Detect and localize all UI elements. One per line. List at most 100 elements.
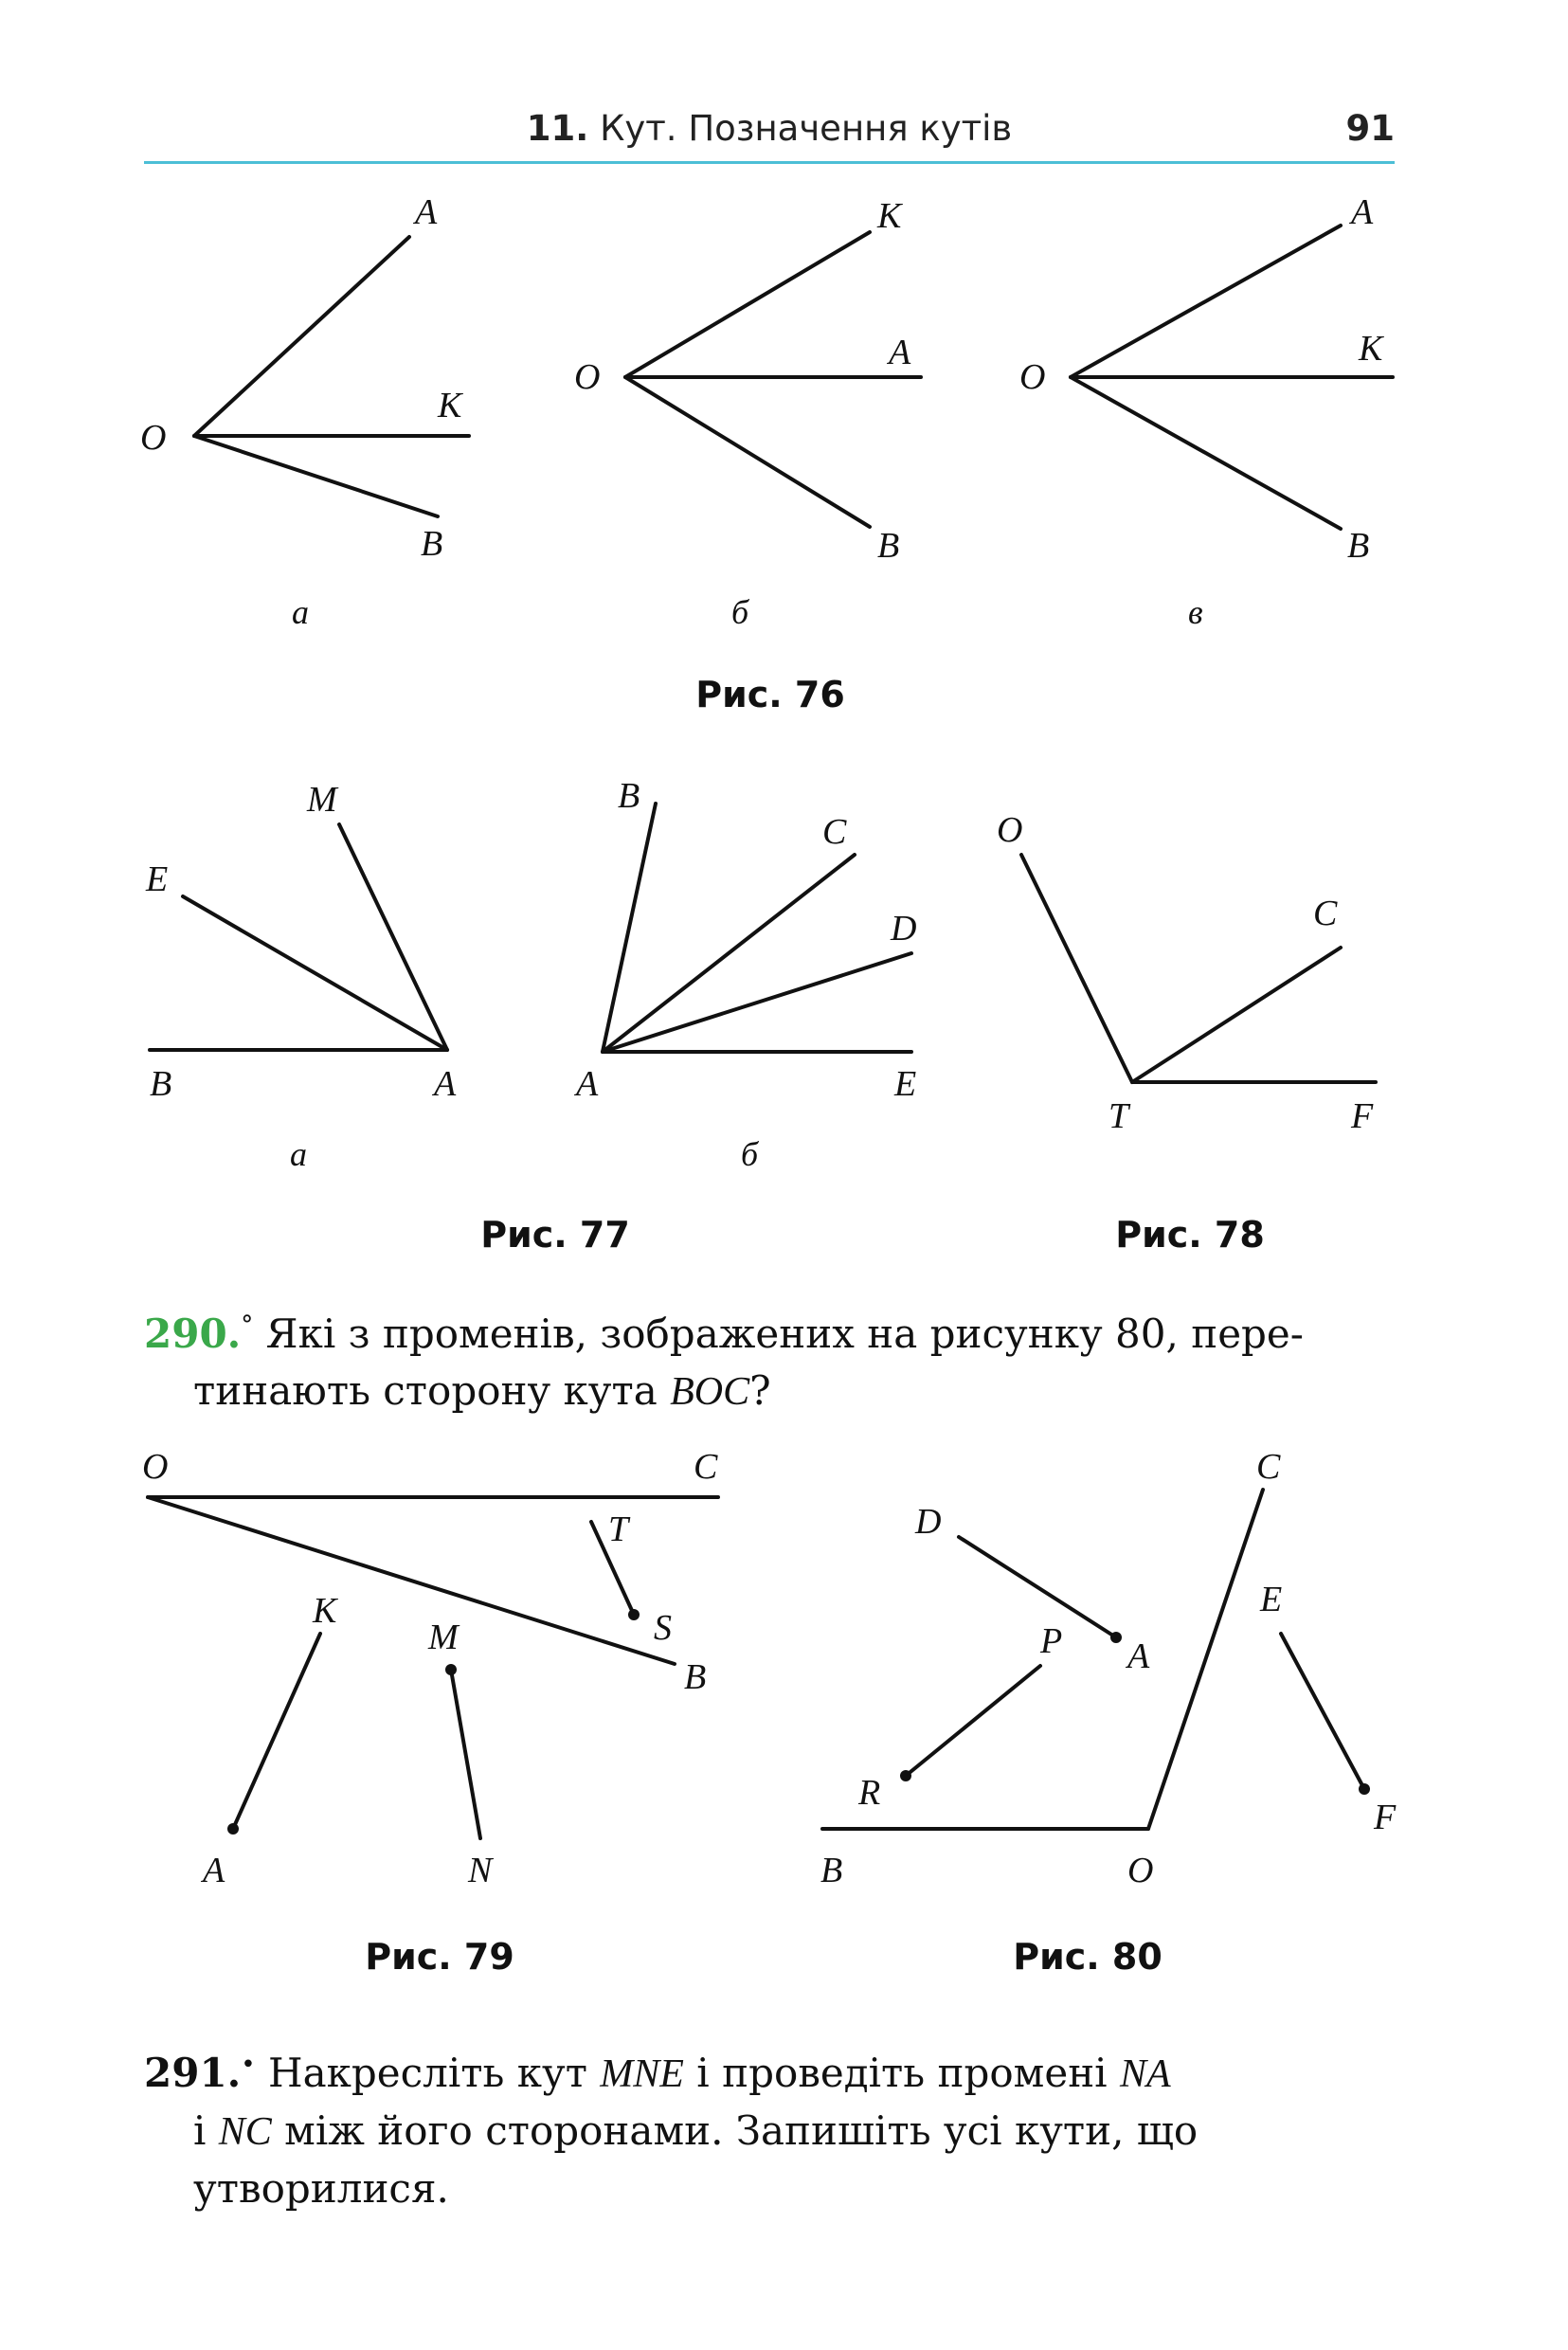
label-b: B (150, 1064, 171, 1104)
header-rule (144, 161, 1395, 164)
ray-name: NC (218, 2110, 272, 2154)
ray-fe (1279, 1632, 1366, 1791)
label-b: B (684, 1657, 706, 1697)
page-number: 91 (1345, 108, 1396, 149)
label-e: E (145, 859, 168, 899)
fig76-b: O K A B б (574, 196, 923, 631)
exercise-text: і (193, 2107, 219, 2154)
label-f: F (1373, 1798, 1397, 1837)
fig76-a: O A K B а (140, 192, 471, 631)
sublabel: а (290, 1135, 307, 1173)
ray-oc (1146, 1488, 1265, 1831)
label-s: S (654, 1608, 672, 1648)
label-c: C (1256, 1447, 1281, 1487)
exercise-290-line-1: 290.° Які з променів, зображених на рису… (144, 1306, 1395, 1363)
label-c: C (1313, 894, 1338, 933)
point-f (1359, 1783, 1370, 1795)
exercise-text: між його сторонами. Запишіть усі кути, щ… (271, 2107, 1199, 2154)
label-t: T (608, 1509, 631, 1549)
ray-ad (957, 1535, 1118, 1639)
ray-ok (623, 230, 872, 379)
label-m: M (427, 1618, 460, 1657)
fig78-caption: Рис. 78 (1115, 1214, 1265, 1256)
exercise-text: Які з променів, зображених на рисунку 80… (265, 1311, 1304, 1357)
sublabel: б (741, 1135, 760, 1173)
label-k: K (437, 386, 463, 425)
label-a: A (886, 333, 911, 372)
label-b: B (1347, 526, 1369, 566)
label-a: A (1125, 1636, 1150, 1676)
label-d: D (914, 1502, 941, 1542)
ray-tc (1130, 946, 1343, 1084)
fig79: O C T S B K M A N (142, 1447, 720, 1890)
fig78: O C F T (997, 810, 1378, 1136)
fig76-c: O A K B в (1019, 192, 1395, 631)
label-c: C (694, 1447, 718, 1487)
label-o: O (140, 418, 166, 458)
label-b: B (820, 1851, 842, 1890)
fig77-a: B E M A а (145, 780, 457, 1173)
point-a (1110, 1632, 1122, 1643)
label-d: D (890, 909, 916, 949)
exercise-290: 290.° Які з променів, зображених на рису… (144, 1306, 1395, 1420)
ray-to (1019, 853, 1134, 1084)
exercise-text: тинають сторону кута (193, 1367, 671, 1414)
difficulty-mark: • (241, 2051, 256, 2079)
exercise-text: утворилися. (193, 2165, 449, 2212)
label-e: E (1259, 1580, 1282, 1619)
fig76-caption: Рис. 76 (695, 674, 845, 715)
difficulty-mark: ° (241, 1311, 254, 1340)
label-o: O (1127, 1851, 1153, 1890)
section-title-text: Кут. Позначення кутів (600, 108, 1013, 149)
label-p: P (1039, 1621, 1062, 1661)
ray-oa (1069, 224, 1343, 379)
label-m: M (306, 780, 339, 820)
ray-rp (904, 1664, 1042, 1778)
ray-mn (449, 1668, 482, 1840)
fig79-caption: Рис. 79 (365, 1936, 514, 1978)
angle-name: MNE (600, 2052, 684, 2096)
label-a: A (412, 192, 438, 232)
label-o: O (574, 357, 600, 397)
ray-ad (601, 951, 913, 1054)
label-k: K (1358, 329, 1384, 369)
point-m (445, 1664, 457, 1675)
label-t: T (1108, 1096, 1131, 1136)
label-b: B (877, 526, 899, 566)
label-a: A (200, 1851, 225, 1890)
section-title: 11. Кут. Позначення кутів (144, 108, 1395, 149)
label-o: O (142, 1447, 168, 1487)
fig77-b: B C D E A б (573, 776, 916, 1173)
label-k: K (876, 196, 903, 236)
page-header: 11. Кут. Позначення кутів 91 (144, 102, 1395, 159)
exercise-text: Накресліть кут (268, 2050, 601, 2096)
label-e: E (893, 1064, 916, 1104)
ray-ab (601, 802, 658, 1054)
label-o: O (997, 810, 1022, 850)
fig77-caption: Рис. 77 (480, 1214, 630, 1256)
exercise-291-line-3: утворилися. (144, 2160, 1395, 2217)
ray-st (589, 1520, 636, 1617)
label-a: A (1348, 192, 1374, 232)
exercise-number: 291. (144, 2050, 242, 2096)
ray-ae (181, 895, 449, 1052)
ray-ob (1069, 375, 1343, 531)
label-n: N (467, 1851, 495, 1890)
fig80-caption: Рис. 80 (1013, 1936, 1162, 1978)
ray-am (337, 822, 449, 1052)
exercise-290-line-2: тинають сторону кута BOC? (144, 1363, 1395, 1420)
label-a: A (573, 1064, 599, 1104)
sublabel: в (1188, 593, 1203, 631)
ray-ac (601, 853, 856, 1054)
exercise-number: 290. (144, 1311, 242, 1357)
ray-ob (146, 1495, 676, 1666)
fig80: C D A P E R F B O (820, 1447, 1397, 1890)
ray-ob (623, 375, 872, 529)
exercise-291-line-2: і NC між його сторонами. Запишіть усі ку… (144, 2103, 1395, 2160)
exercise-291-line-1: 291.• Накресліть кут MNE і проведіть про… (144, 2045, 1395, 2103)
point-r (900, 1770, 911, 1781)
label-c: C (822, 812, 847, 852)
label-f: F (1350, 1096, 1374, 1136)
label-b: B (421, 524, 442, 564)
